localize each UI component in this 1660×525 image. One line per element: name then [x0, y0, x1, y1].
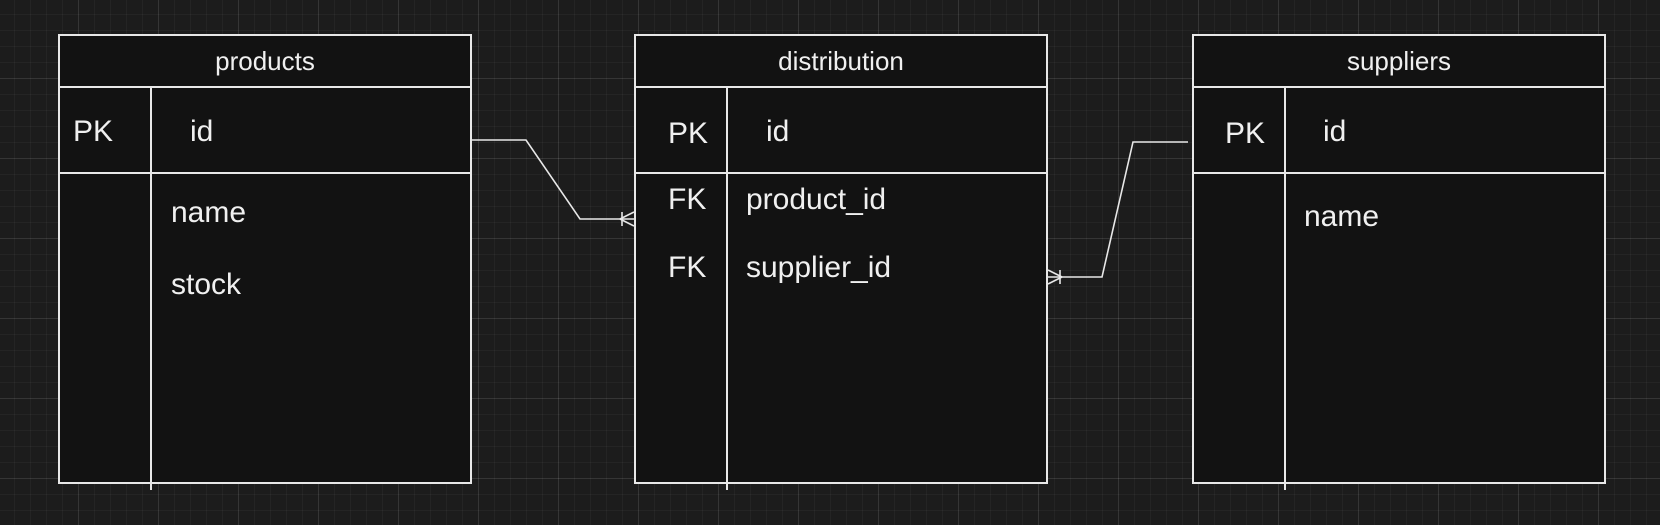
products-pk-label: PK [73, 115, 114, 148]
table-products-pk-divider [60, 172, 470, 174]
crowfoot-many-icon [1047, 269, 1063, 285]
suppliers-field-id: id [1323, 115, 1347, 148]
distribution-field-product-id: product_id [746, 183, 887, 216]
table-suppliers-title: suppliers [1194, 36, 1604, 88]
table-distribution[interactable]: distribution PK id FK product_id FK supp… [634, 34, 1048, 490]
table-suppliers-key-column-divider [1284, 88, 1286, 490]
table-distribution-key-column-divider [726, 88, 728, 490]
connector-products-distribution[interactable] [472, 139, 635, 227]
suppliers-pk-label: PK [1225, 117, 1266, 150]
table-suppliers-pk-divider [1194, 172, 1604, 174]
distribution-field-id: id [766, 115, 790, 148]
table-distribution-pk-divider [636, 172, 1046, 174]
products-field-stock: stock [171, 268, 242, 301]
distribution-pk-label: PK [668, 117, 709, 150]
table-products[interactable]: products PK id name stock [58, 34, 472, 490]
table-suppliers[interactable]: suppliers PK id name [1192, 34, 1606, 490]
connector-products-distribution-line [472, 139, 634, 220]
distribution-fk-label-1: FK [668, 183, 707, 216]
products-field-id: id [190, 115, 214, 148]
table-distribution-title: distribution [636, 36, 1046, 88]
products-field-name: name [171, 196, 247, 229]
distribution-fk-label-2: FK [668, 251, 707, 284]
table-products-title: products [60, 36, 470, 88]
suppliers-field-name: name [1304, 200, 1380, 233]
connector-suppliers-distribution[interactable] [1047, 141, 1188, 285]
crowfoot-many-icon [619, 211, 635, 227]
connector-suppliers-distribution-line [1048, 141, 1188, 278]
distribution-field-supplier-id: supplier_id [746, 251, 892, 284]
table-products-key-column-divider [150, 88, 152, 490]
